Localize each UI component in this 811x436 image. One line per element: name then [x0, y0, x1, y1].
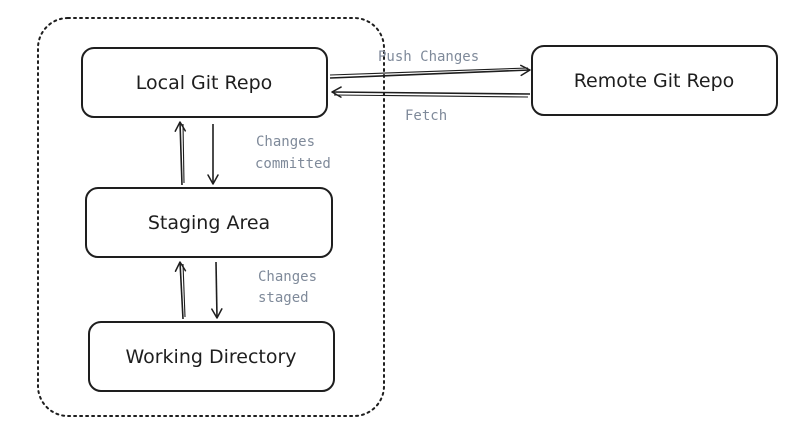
- changes-staged-label-line1: Changes: [258, 269, 317, 285]
- fetch-label: Fetch: [405, 108, 447, 124]
- working-to-staging-arrow: [174, 261, 187, 320]
- working-directory-label: Working Directory: [125, 346, 296, 368]
- fetch-arrow-sketch-line: [333, 94, 529, 98]
- staging-area-node[interactable]: Staging Area: [85, 187, 333, 258]
- fetch-arrow: [331, 86, 531, 98]
- staging-to-local-sketch-line: [182, 123, 185, 184]
- local-git-repo-node[interactable]: Local Git Repo: [81, 47, 328, 118]
- staging-area-label: Staging Area: [148, 212, 270, 234]
- push-changes-label: Push Changes: [378, 49, 479, 65]
- push-arrow-sketch-line: [329, 67, 529, 76]
- local-environment-boundary: [37, 17, 385, 417]
- staging-to-working-arrow: [211, 261, 223, 319]
- push-arrow: [329, 64, 531, 79]
- working-to-staging-sketch-line: [182, 263, 186, 318]
- changes-committed-label-line2: committed: [255, 156, 331, 172]
- working-directory-node[interactable]: Working Directory: [88, 321, 335, 392]
- changes-staged-label-line2: staged: [258, 290, 309, 306]
- local-git-repo-label: Local Git Repo: [136, 72, 273, 94]
- staging-to-local-arrow: [174, 121, 187, 186]
- remote-git-repo-label: Remote Git Repo: [574, 70, 735, 92]
- changes-committed-label-line1: Changes: [256, 134, 315, 150]
- remote-git-repo-node[interactable]: Remote Git Repo: [531, 45, 778, 116]
